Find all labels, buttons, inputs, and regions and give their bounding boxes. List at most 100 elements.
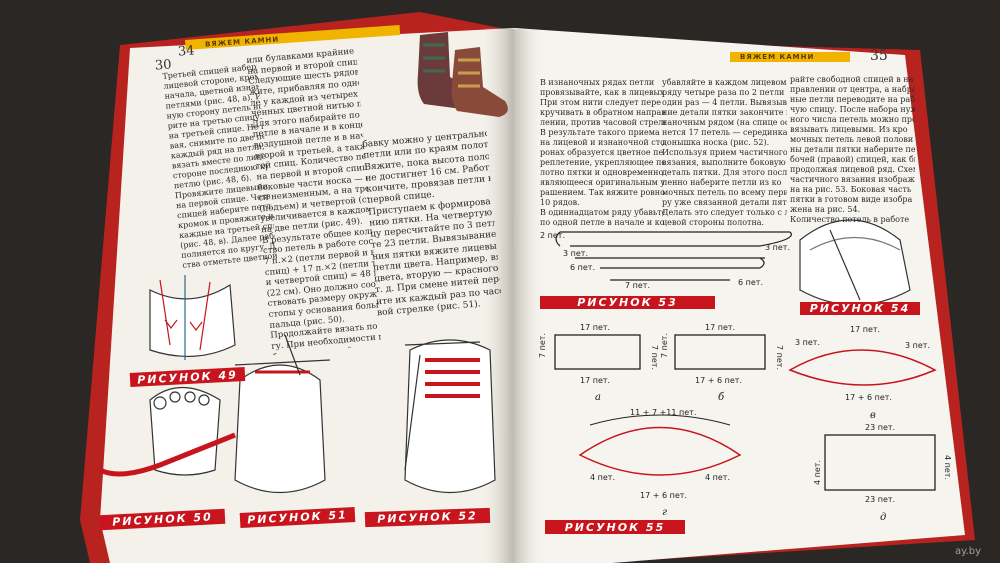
- text-line: наночным рядом (на спице оста: [662, 118, 787, 127]
- text-line: Используя прием частичного: [662, 148, 787, 157]
- fig55b-bottom-label: 17 + 6 пет.: [695, 376, 742, 385]
- figure-55g-shape: [578, 426, 742, 476]
- fig55a-bottom-label: 17 пет.: [580, 376, 610, 385]
- text-line: ру уже связанной детали пятки.: [662, 198, 787, 207]
- figure-53-drawing: [555, 231, 792, 281]
- fig55b-left-label: 7 пет.: [660, 333, 669, 358]
- text-line: жена на рис. 54.: [790, 205, 861, 214]
- text-line: ны детали пятки наберите петли: [790, 145, 915, 154]
- text-line: реплетение, укрепляющее по: [540, 158, 665, 167]
- text-line: райте свободной спицей в на: [790, 75, 914, 84]
- fig55d-right-label: 4 пет.: [943, 455, 952, 480]
- text-line: пенно наберите петли из ко: [662, 178, 782, 187]
- text-line: мочных петель по всему перимет: [662, 188, 787, 197]
- fig55v-top-label: 17 пет.: [850, 325, 880, 334]
- figure-55a-rect: [554, 334, 641, 370]
- text-line: являющееся оригинальным ук: [540, 178, 665, 187]
- text-line: на лицевой и изнаночной сто: [540, 138, 665, 147]
- right-page-number: 35: [870, 48, 888, 64]
- text-line: правлении от центра, а набран: [790, 85, 915, 94]
- fig53-label: 2 пет.: [540, 231, 565, 240]
- text-line: 10 рядов.: [540, 198, 580, 207]
- text-line: Делать это следует только с ли: [662, 208, 787, 217]
- fig53-label: 7 пет.: [625, 281, 650, 290]
- text-line: рашением. Так вяжите ровно: [540, 188, 665, 197]
- text-line: вязывать лицевыми. Из кро: [790, 125, 908, 134]
- figure-55v-shape: [788, 349, 937, 386]
- text-line: один раз — 4 петли. Вывязыва: [662, 98, 787, 107]
- text-line: В изнаночных рядах петли: [540, 78, 655, 87]
- text-line: лении, против часовой стрелки.: [540, 118, 665, 127]
- fig55a-right-label: 7 пет.: [650, 345, 659, 370]
- text-line: продолжая лицевой ряд. Схема: [790, 165, 915, 174]
- figure-55d-rect: [824, 434, 936, 491]
- fig55b-right-label: 7 пет.: [775, 345, 784, 370]
- figure-51-drawing: [234, 334, 331, 494]
- right-header-bar: [730, 52, 850, 62]
- fig55d-letter: д: [880, 512, 886, 523]
- figure-55-caption: РИСУНОК 55: [545, 520, 685, 534]
- fig53-label: 6 пет.: [570, 263, 595, 272]
- text-line: нется 17 петель — серединка: [662, 128, 787, 137]
- text-line: донышка носка (рис. 52).: [662, 138, 770, 147]
- socks-photo: [417, 32, 508, 117]
- text-line: ные петли переводите на рабо: [790, 95, 915, 104]
- fig55d-top-label: 23 пет.: [865, 423, 895, 432]
- text-line: на на рис. 53. Боковая часть: [790, 185, 912, 194]
- fig55g-left-label: 4 пет.: [590, 473, 615, 482]
- fig53-label: 3 пет.: [765, 243, 790, 252]
- fig55v-letter: в: [870, 410, 876, 421]
- text-line: Количество петель в работе: [790, 215, 910, 224]
- text-line: кручивать в обратном направ: [540, 108, 665, 117]
- figure-50-drawing: [98, 387, 236, 477]
- text-line: ного числа петель можно про: [790, 115, 915, 124]
- figure-54-caption: РИСУНОК 54: [800, 302, 920, 315]
- text-line: вязания, выполните боковую: [662, 158, 786, 167]
- text-line: бочей (правой) спицей, как бы: [790, 155, 915, 164]
- text-line: ронах образуется цветное пе: [540, 148, 664, 157]
- fig55v-bottom-label: 17 + 6 пет.: [845, 393, 892, 402]
- text-line: убавляйте в каждом лицевом: [662, 78, 787, 87]
- text-line: При этом нити следует пере: [540, 98, 661, 107]
- figure-49-drawing: [149, 275, 236, 360]
- fig55v-left-label: 3 пет.: [795, 338, 820, 347]
- fig55d-bottom-label: 23 пет.: [865, 495, 895, 504]
- text-line: деталь пятки. Для этого после: [662, 168, 787, 177]
- text-line: провязывайте, как в лицевых.: [540, 88, 665, 97]
- figure-53-caption: РИСУНОК 53: [540, 296, 715, 309]
- text-line: ряду четыре раза по 2 петли в: [662, 88, 787, 97]
- fig55a-letter: а: [595, 392, 601, 403]
- text-line: пятки в готовом виде изобра: [790, 195, 913, 204]
- figure-52-drawing: [404, 339, 496, 494]
- watermark: ay.by: [955, 546, 982, 557]
- text-line: чую спицу. После набора нуж: [790, 105, 915, 114]
- fig55a-top-label: 17 пет.: [580, 323, 610, 332]
- right-page-header: ВЯЖЕМ КАМНИ: [740, 53, 815, 61]
- fig55g-letter: г: [662, 507, 667, 518]
- text-line: по одной петле в начале и кон: [540, 218, 665, 227]
- text-line: ние детали пятки закончите из: [662, 108, 787, 117]
- text-line: мочных петель левой полови: [790, 135, 914, 144]
- fig55g-bottom-label: 17 + 6 пет.: [640, 491, 687, 500]
- fig53-label: 6 пет.: [738, 278, 763, 287]
- text-line: В результате такого приема: [540, 128, 660, 137]
- fig55v-right-label: 3 пет.: [905, 341, 930, 350]
- fig55d-left-label: 4 пет.: [813, 460, 822, 485]
- fig55b-letter: б: [718, 392, 725, 403]
- left-header-bar: [184, 25, 401, 50]
- fig53-label: 3 пет.: [563, 249, 588, 258]
- figure-54-drawing: [799, 219, 911, 306]
- fig55g-right-label: 4 пет.: [705, 473, 730, 482]
- fig55g-top-label: 11 + 7 +11 пет.: [630, 408, 696, 417]
- text-line: В одиннадцатом ряду убавьте: [540, 208, 665, 217]
- text-line: лотно пятки и одновременно: [540, 168, 664, 177]
- right-page: [510, 28, 965, 563]
- fig55a-left-label: 7 пет.: [538, 333, 547, 358]
- left-page-number-2: 34: [177, 43, 196, 60]
- text-line: цевой стороны полотна.: [662, 218, 765, 227]
- fig55b-top-label: 17 пет.: [705, 323, 735, 332]
